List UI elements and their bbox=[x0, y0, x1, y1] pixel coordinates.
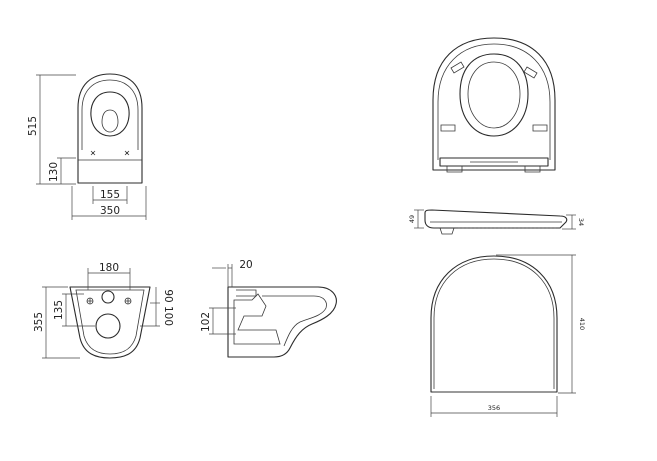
bowl-top-fix-marks bbox=[90, 150, 130, 156]
bowl-side-outline bbox=[227, 286, 337, 358]
dim-90-label: 90 bbox=[162, 289, 174, 302]
dim-180-label: 180 bbox=[99, 262, 119, 274]
rear-fix-holes bbox=[86, 297, 132, 305]
bowl-rear-inner bbox=[75, 289, 145, 355]
bowl-side-trap bbox=[233, 293, 281, 345]
seat-side-hinge bbox=[439, 227, 455, 235]
dim-356-label: 356 bbox=[488, 404, 500, 412]
dim-155-label: 155 bbox=[100, 189, 120, 201]
bowl-rear-view: 180 355 135 90 100 bbox=[33, 262, 174, 359]
dim-135-label: 135 bbox=[53, 300, 65, 320]
bowl-side-flush bbox=[236, 289, 257, 297]
bowl-top-opening bbox=[101, 109, 119, 133]
seat-hinge-bar bbox=[439, 157, 549, 167]
bowl-top-outline bbox=[77, 73, 143, 184]
seat-bumpers bbox=[440, 61, 548, 132]
dim-100-label: 100 bbox=[162, 306, 174, 326]
water-inlet-hole bbox=[101, 290, 115, 304]
bowl-rear-outline bbox=[69, 286, 151, 359]
seat-hinges bbox=[446, 161, 541, 173]
lid-inner-edge bbox=[433, 258, 555, 389]
dim-34-label: 34 bbox=[577, 218, 585, 226]
bowl-side-inner bbox=[262, 295, 327, 347]
seat-ring-opening bbox=[459, 53, 529, 137]
dim-515-label: 515 bbox=[27, 116, 39, 136]
seat-outer-outline bbox=[432, 37, 556, 171]
dim-20-label: 20 bbox=[239, 259, 252, 271]
seat-side-outline bbox=[424, 209, 568, 229]
bowl-top-rim bbox=[81, 79, 139, 150]
dim-410-label: 410 bbox=[578, 318, 586, 330]
lid-outline bbox=[430, 255, 558, 393]
seat-side-view: 49 34 bbox=[408, 209, 585, 235]
dim-350-label: 350 bbox=[100, 205, 120, 217]
bowl-top-view: 515 130 155 350 bbox=[27, 73, 147, 220]
outlet-hole bbox=[95, 313, 121, 339]
dim-49-label: 49 bbox=[408, 215, 416, 223]
seat-ring-inner bbox=[467, 61, 521, 129]
dim-130-label: 130 bbox=[48, 162, 60, 182]
seat-open-top-view bbox=[432, 37, 556, 173]
dim-102-label: 102 bbox=[200, 312, 212, 332]
seat-outer-inner-edge bbox=[437, 43, 551, 160]
bowl-top-basin bbox=[90, 91, 130, 137]
lid-top-view: 410 356 bbox=[430, 254, 586, 417]
dim-355-label: 355 bbox=[33, 312, 45, 332]
bowl-side-section: 20 102 bbox=[200, 259, 337, 358]
